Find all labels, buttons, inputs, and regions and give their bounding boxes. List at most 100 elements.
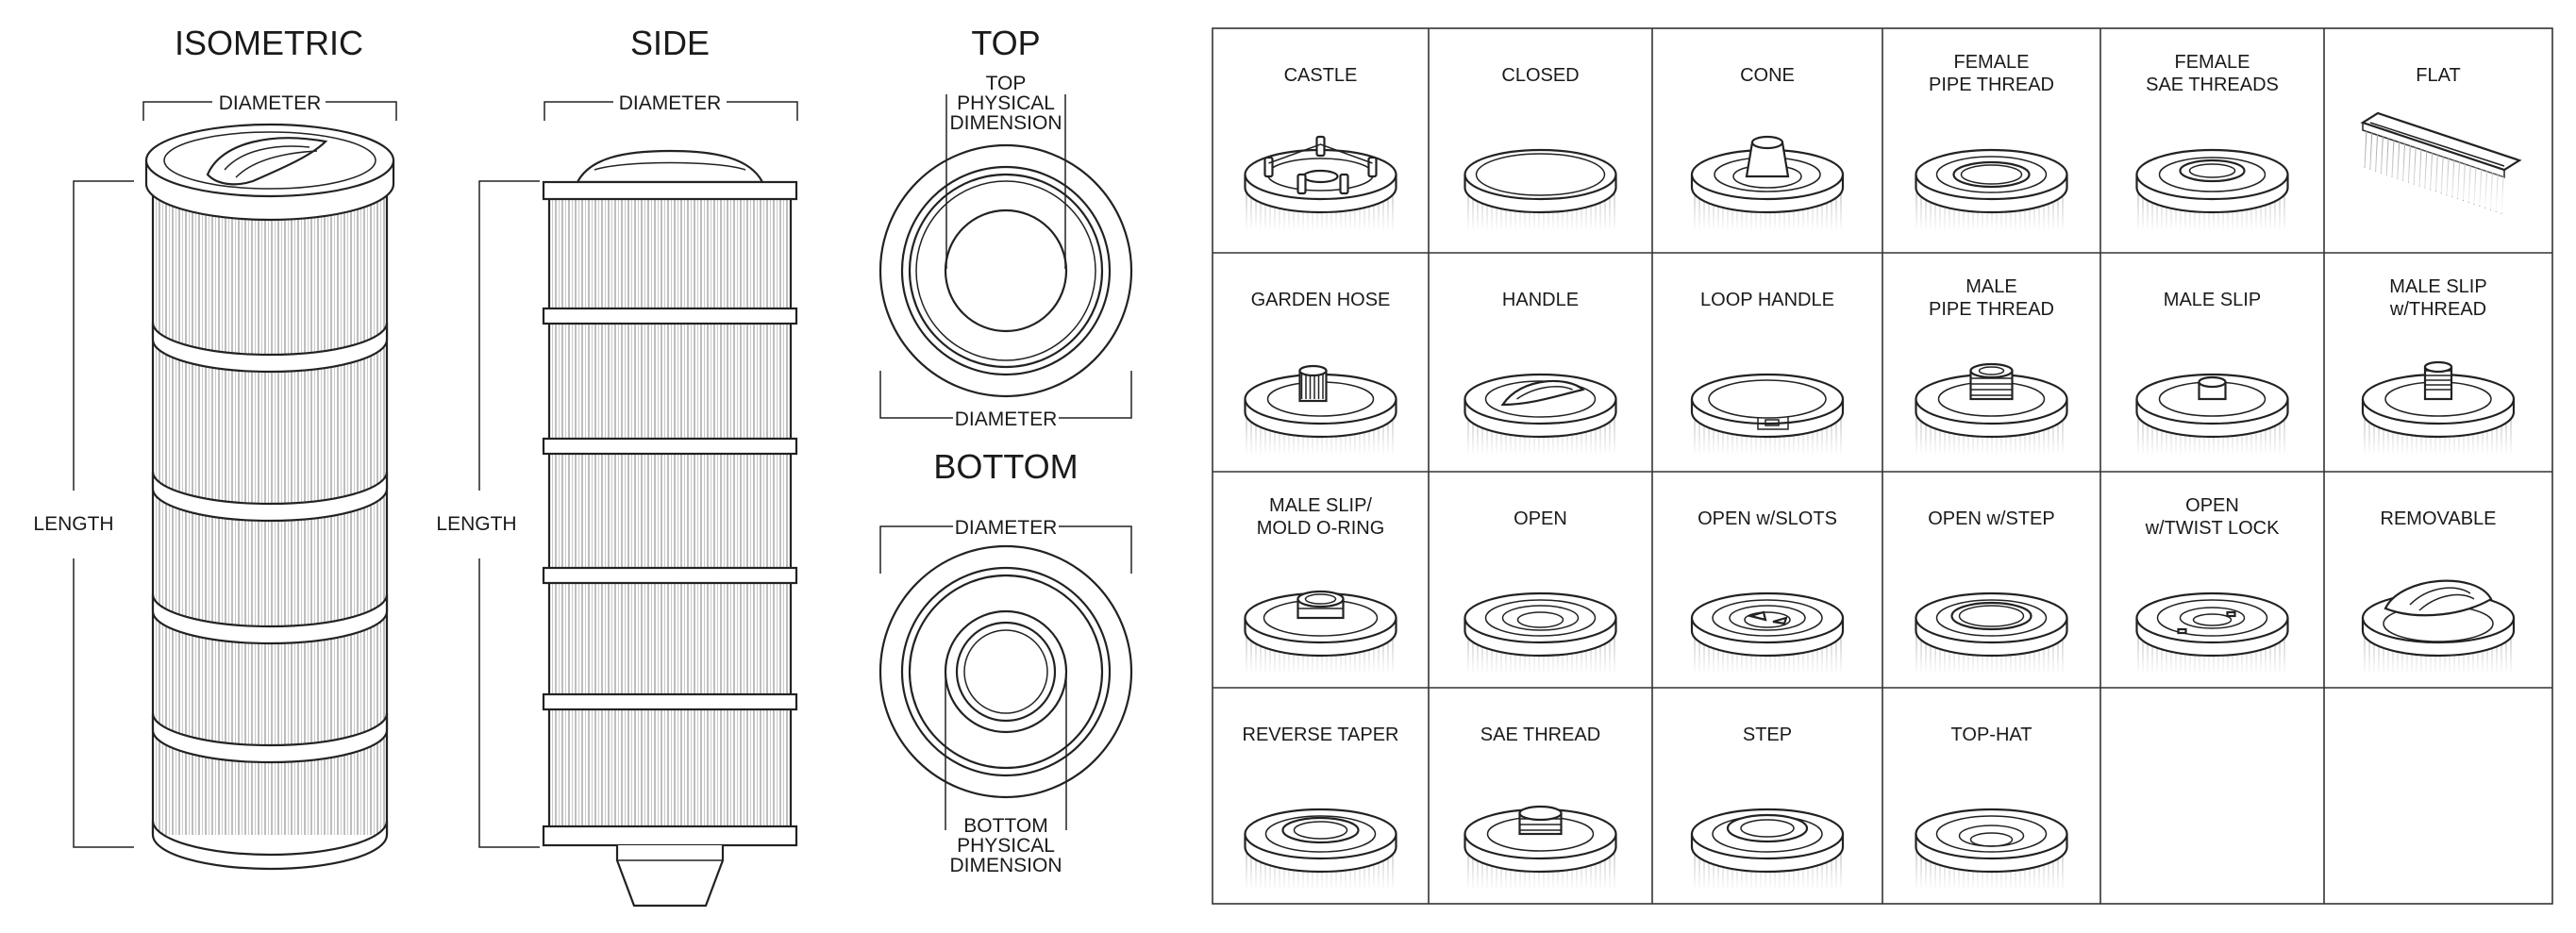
bottom-diameter-label: DIAMETER xyxy=(955,517,1058,539)
end-type-label: w/THREAD xyxy=(2389,299,2486,320)
flat-end-icon xyxy=(2360,111,2522,214)
end-type-label: MALE SLIP xyxy=(2164,290,2261,310)
end-type-label: OPEN w/STEP xyxy=(1928,508,2054,529)
top-physical-dimension: TOP PHYSICAL DIMENSION xyxy=(945,73,1066,269)
bottom-physical-dimension: BOTTOM PHYSICAL DIMENSION xyxy=(945,672,1067,876)
bottom-title: BOTTOM xyxy=(933,447,1078,486)
garden-hose-end-icon xyxy=(1243,364,1398,458)
female-pipe-thread-end-icon xyxy=(1914,148,2069,233)
bottom-view: BOTTOM DIAMETER BOTTOM PHYSICAL DIMENSIO… xyxy=(878,447,1133,876)
end-type-cell: OPEN xyxy=(1463,508,1618,676)
cone-end-icon xyxy=(1690,135,1845,233)
castle-end-icon xyxy=(1243,135,1398,233)
end-type-cell: TOP-HAT xyxy=(1914,725,2069,892)
top-physical-label-line3: DIMENSION xyxy=(949,112,1062,134)
end-type-label: TOP-HAT xyxy=(1951,725,2032,745)
bottom-physical-label-line3: DIMENSION xyxy=(949,855,1062,876)
step-end-icon xyxy=(1690,808,1845,892)
reverse-taper-end-icon xyxy=(1243,808,1398,892)
end-type-label: SAE THREAD xyxy=(1480,725,1600,745)
isometric-diameter-label: DIAMETER xyxy=(219,92,322,114)
end-type-label: w/TWIST LOCK xyxy=(2145,518,2281,539)
male-slip-o-ring-end-icon xyxy=(1243,590,1398,676)
open-slots-end-icon xyxy=(1690,591,1845,676)
side-view: SIDE DIAMETER LENGTH xyxy=(436,24,798,908)
side-length-label: LENGTH xyxy=(436,513,516,535)
bottom-physical-label-line1: BOTTOM xyxy=(963,815,1047,837)
end-type-label: LOOP HANDLE xyxy=(1700,290,1834,310)
side-diameter-dimension: DIAMETER xyxy=(544,92,798,121)
end-type-label: MALE SLIP xyxy=(2389,276,2486,297)
open-end-icon xyxy=(1463,591,1618,676)
isometric-title: ISOMETRIC xyxy=(175,24,363,62)
end-type-label: PIPE THREAD xyxy=(1929,75,2054,95)
end-type-label: REMOVABLE xyxy=(2381,508,2497,529)
loop-handle-end-icon xyxy=(1690,373,1845,458)
end-type-label: OPEN xyxy=(2185,495,2239,516)
top-diameter-dimension: DIAMETER xyxy=(879,371,1132,430)
end-type-label: CASTLE xyxy=(1284,65,1358,86)
end-type-label: CONE xyxy=(1740,65,1795,86)
handle-end-icon xyxy=(1463,373,1618,458)
male-pipe-thread-end-icon xyxy=(1914,362,2069,458)
end-type-label: OPEN xyxy=(1514,508,1567,529)
isometric-length-label: LENGTH xyxy=(33,513,113,535)
end-type-label: CLOSED xyxy=(1501,65,1579,86)
side-length-dimension: LENGTH xyxy=(436,180,540,848)
end-type-label: REVERSE TAPER xyxy=(1243,725,1399,745)
end-type-cell: CASTLE xyxy=(1243,65,1398,233)
end-type-cell: SAE THREAD xyxy=(1463,725,1618,892)
isometric-length-dimension: LENGTH xyxy=(33,180,134,848)
end-type-cell: STEP xyxy=(1690,725,1845,892)
end-type-cell: HANDLE xyxy=(1463,290,1618,458)
end-type-cell: CONE xyxy=(1690,65,1845,233)
top-diameter-label: DIAMETER xyxy=(955,408,1058,430)
male-slip-end-icon xyxy=(2134,373,2290,458)
top-title: TOP xyxy=(971,24,1040,62)
end-type-label: SAE THREADS xyxy=(2146,75,2279,95)
female-sae-threads-end-icon xyxy=(2134,148,2290,233)
bottom-diameter-dimension: DIAMETER xyxy=(879,517,1132,574)
end-type-cell: MALE SLIP/MOLD O-RING xyxy=(1243,495,1398,676)
end-type-cell: REVERSE TAPER xyxy=(1243,725,1399,892)
end-type-label: OPEN w/SLOTS xyxy=(1698,508,1837,529)
end-type-cell: OPEN w/SLOTS xyxy=(1690,508,1845,676)
end-type-cell: CLOSED xyxy=(1463,65,1618,233)
side-diameter-label: DIAMETER xyxy=(619,92,722,114)
male-slip-thread-end-icon xyxy=(2361,360,2516,458)
removable-end-icon xyxy=(2361,579,2516,676)
end-type-label: MALE SLIP/ xyxy=(1269,495,1372,516)
end-type-label: GARDEN HOSE xyxy=(1251,290,1391,310)
end-type-label: FEMALE xyxy=(1953,52,2029,73)
open-step-end-icon xyxy=(1914,591,2069,676)
end-type-cell: LOOP HANDLE xyxy=(1690,290,1845,458)
end-type-label: FLAT xyxy=(2416,65,2460,86)
end-type-label: PIPE THREAD xyxy=(1929,299,2054,320)
isometric-diameter-dimension: DIAMETER xyxy=(142,92,397,121)
end-type-cell: MALE SLIP xyxy=(2134,290,2290,458)
end-type-label: STEP xyxy=(1743,725,1792,745)
isometric-view: ISOMETRIC DIAMETER LENGTH xyxy=(33,24,397,871)
top-physical-label-line2: PHYSICAL xyxy=(957,92,1055,114)
isometric-filter-cartridge xyxy=(144,123,395,871)
side-title: SIDE xyxy=(630,24,710,62)
side-filter-cartridge xyxy=(542,149,798,908)
end-type-label: MALE xyxy=(1965,276,2016,297)
top-hat-end-icon xyxy=(1914,808,2069,892)
bottom-end-cap-drawing xyxy=(878,544,1133,799)
top-view: TOP TOP PHYSICAL DIMENSION DIAMETER xyxy=(878,24,1133,430)
end-type-label: FEMALE xyxy=(2174,52,2250,73)
end-type-cell: REMOVABLE xyxy=(2361,508,2516,676)
end-type-cell: OPEN w/STEP xyxy=(1914,508,2069,676)
top-end-cap-drawing xyxy=(878,143,1133,398)
end-type-cell: GARDEN HOSE xyxy=(1243,290,1398,458)
sae-thread-end-icon xyxy=(1463,805,1618,892)
end-type-label: MOLD O-RING xyxy=(1257,518,1385,539)
